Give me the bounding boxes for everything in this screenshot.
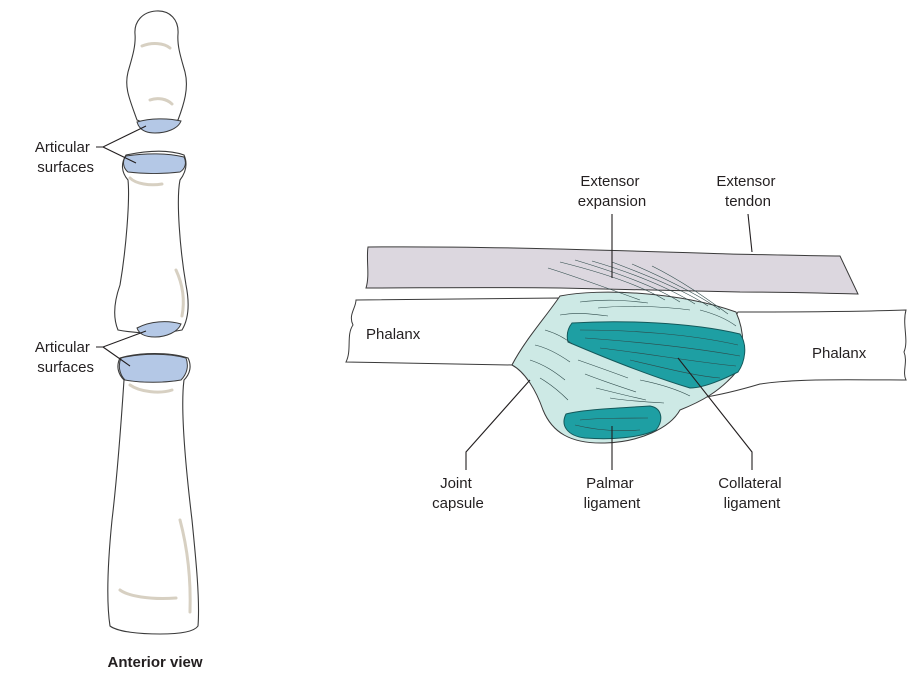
- leader-extensor-tendon: [748, 214, 752, 252]
- articular-surface-distal: [137, 119, 181, 133]
- articular-surfaces-label-top: Articular surfaces: [35, 139, 94, 176]
- leader-joint-capsule: [466, 380, 530, 470]
- collateral-ligament-label: Collateral ligament: [718, 475, 786, 512]
- palmar-ligament-label: Palmar ligament: [584, 475, 642, 512]
- middle-phalanx: [115, 151, 188, 333]
- phalanx-label-distal: Phalanx: [812, 345, 867, 362]
- joint-capsule-label: Joint capsule: [432, 475, 484, 512]
- extensor-expansion-label: Extensor expansion: [578, 173, 646, 210]
- extensor-tendon-label: Extensor tendon: [716, 173, 779, 210]
- articular-surface-proximal: [119, 354, 187, 382]
- anterior-view-caption: Anterior view: [107, 654, 202, 671]
- articular-surfaces-label-bottom: Articular surfaces: [35, 339, 94, 376]
- phalanx-label-proximal: Phalanx: [366, 326, 421, 343]
- distal-phalanx: [127, 11, 187, 125]
- articular-surface-middle-top: [124, 154, 186, 174]
- anterior-view-illustration: [108, 11, 199, 634]
